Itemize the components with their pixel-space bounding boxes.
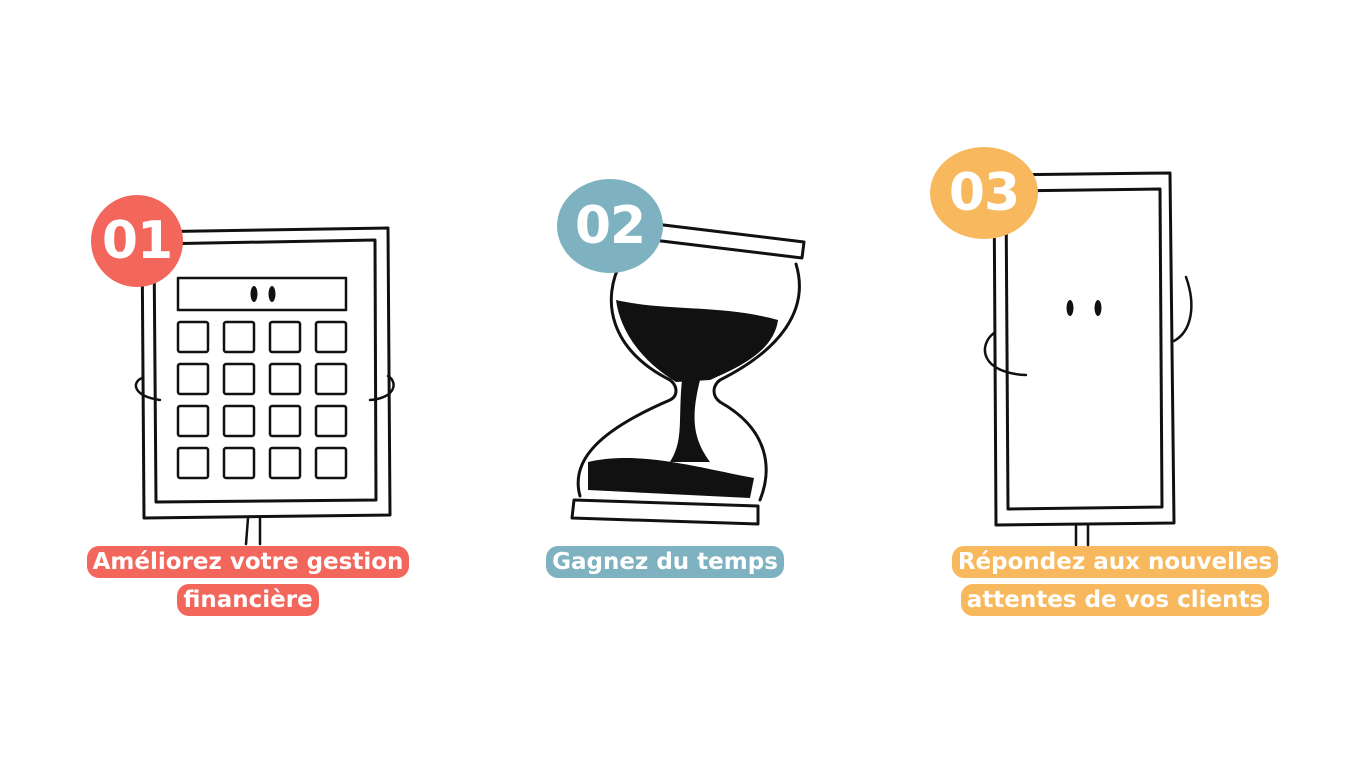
step-caption-label: Améliorez votre gestion financière	[86, 546, 410, 616]
step-number: 02	[574, 196, 646, 256]
step-number-badge: 01	[91, 195, 183, 287]
step-caption: Répondez aux nouvelles attentes de vos c…	[950, 543, 1280, 619]
smartphone-icon	[983, 171, 1193, 547]
step-number-badge: 03	[930, 147, 1038, 239]
step-number: 03	[948, 163, 1020, 223]
step-number: 01	[101, 211, 173, 271]
step-caption-label: Gagnez du temps	[546, 546, 784, 578]
calculator-icon	[134, 226, 395, 546]
step-caption: Gagnez du temps	[530, 543, 800, 581]
step-number-badge: 02	[557, 179, 663, 273]
step-caption: Améliorez votre gestion financière	[80, 543, 416, 619]
step-caption-label: Répondez aux nouvelles attentes de vos c…	[951, 546, 1279, 616]
hourglass-icon	[570, 218, 806, 526]
